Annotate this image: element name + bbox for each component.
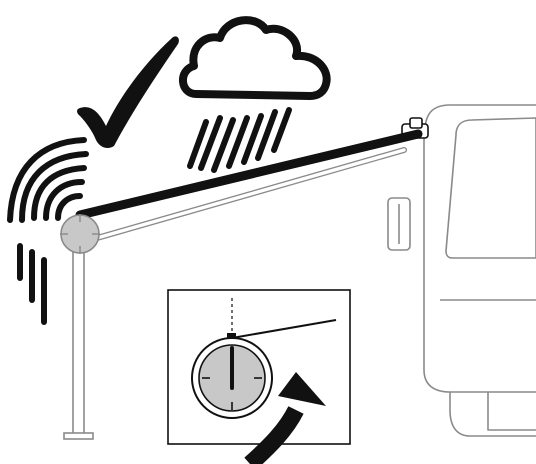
vehicle-mirror [387, 197, 411, 251]
awning-mount-clip [409, 117, 423, 129]
checkmark-icon [77, 36, 179, 148]
detail-arm-line [231, 319, 337, 339]
vehicle-bumper [449, 392, 536, 437]
vehicle [387, 104, 536, 437]
wind-icon [7, 137, 89, 325]
rain-streaks [187, 107, 292, 173]
cloud-shape [179, 16, 331, 100]
rotate-arrow-icon [244, 372, 326, 464]
detail-inset [167, 289, 351, 445]
awning-hub [60, 214, 100, 254]
rain-cloud-icon [179, 16, 331, 173]
detail-dial [191, 337, 273, 419]
vehicle-window [445, 117, 536, 259]
vehicle-body-outline [423, 104, 536, 393]
awning-leg-foot [63, 432, 94, 440]
awning-leg [63, 244, 94, 440]
detail-arm-tab [227, 333, 236, 341]
awning-support-arm [87, 147, 407, 243]
vehicle-wheel-arch [487, 392, 536, 431]
awning-canopy-edge [75, 129, 423, 220]
